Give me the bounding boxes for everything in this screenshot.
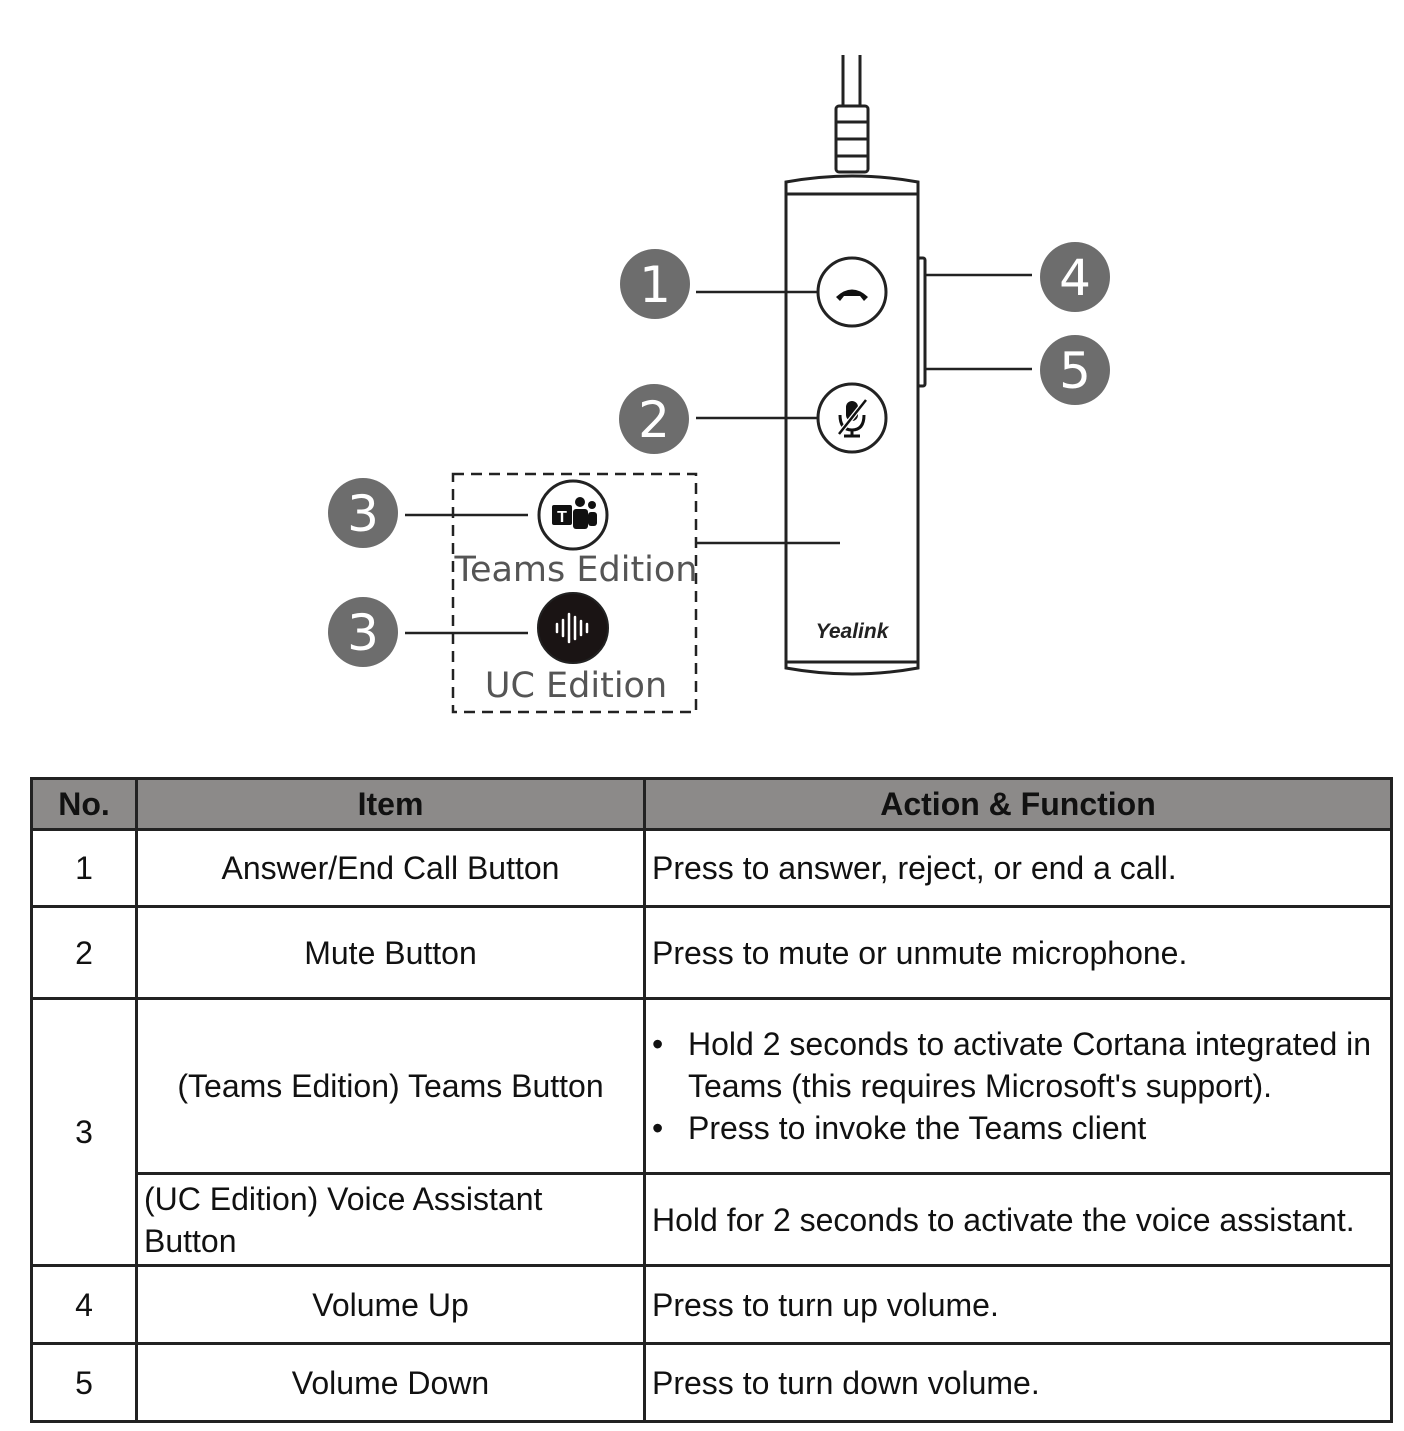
leader-lines: [405, 273, 1032, 635]
answer-end-call-button[interactable]: [816, 256, 888, 328]
list-item: Press to invoke the Teams client: [652, 1107, 1384, 1149]
button-function-table: No. Item Action & Function 1 Answer/End …: [30, 777, 1393, 1423]
callout-2: 2: [619, 384, 689, 454]
svg-text:1: 1: [639, 256, 671, 314]
table-row: 3 (Teams Edition) Teams Button Hold 2 se…: [30, 997, 1393, 1267]
header-item: Item: [135, 777, 646, 831]
row-item: Answer/End Call Button: [135, 828, 646, 908]
row-no: 3: [30, 997, 138, 1267]
row-no: 2: [30, 905, 138, 1000]
row-action: Hold 2 seconds to activate Cortana integ…: [643, 997, 1393, 1175]
row-item: Mute Button: [135, 905, 646, 1000]
row-action: Hold for 2 seconds to activate the voice…: [643, 1172, 1393, 1267]
callout-3-teams: 3: [328, 478, 398, 548]
svg-text:2: 2: [638, 391, 670, 449]
svg-text:4: 4: [1059, 249, 1091, 307]
voice-assistant-button[interactable]: [537, 592, 609, 664]
table-row: 4 Volume Up Press to turn up volume.: [30, 1264, 1393, 1345]
svg-text:3: 3: [347, 604, 379, 662]
row-no: 4: [30, 1264, 138, 1345]
callout-1: 1: [620, 249, 690, 319]
call-end-icon: [836, 289, 868, 301]
teams-edition-label: Teams Edition: [454, 550, 698, 590]
table-row: 2 Mute Button Press to mute or unmute mi…: [30, 905, 1393, 1000]
teams-button[interactable]: T: [537, 479, 609, 551]
action-bullet-list: Hold 2 seconds to activate Cortana integ…: [652, 1023, 1384, 1149]
uc-edition-label: UC Edition: [485, 666, 667, 706]
row-item: (Teams Edition) Teams Button: [135, 997, 646, 1175]
table-row: 5 Volume Down Press to turn down volume.: [30, 1342, 1393, 1423]
row-action: Press to turn up volume.: [643, 1264, 1393, 1345]
teams-logo-icon: T: [552, 497, 597, 529]
brand-logo: Yealink: [816, 620, 890, 643]
header-action: Action & Function: [643, 777, 1393, 831]
callout-5: 5: [1040, 335, 1110, 405]
row-item: (UC Edition) Voice Assistant Button: [135, 1172, 646, 1267]
row-no: 1: [30, 828, 138, 908]
row-no: 5: [30, 1342, 138, 1423]
edition-options-box: [451, 472, 698, 714]
mute-button[interactable]: [816, 382, 888, 454]
callout-4: 4: [1040, 242, 1110, 312]
row-item: Volume Down: [135, 1342, 646, 1423]
svg-text:5: 5: [1059, 342, 1091, 400]
svg-text:T: T: [557, 509, 567, 526]
cable: [834, 55, 870, 174]
table-row: 1 Answer/End Call Button Press to answer…: [30, 828, 1393, 908]
row-item: Volume Up: [135, 1264, 646, 1345]
table-row: (UC Edition) Voice Assistant Button Hold…: [32, 1172, 1393, 1267]
row-action: Press to answer, reject, or end a call.: [643, 828, 1393, 908]
row-action: Press to turn down volume.: [643, 1342, 1393, 1423]
callout-3-uc: 3: [328, 597, 398, 667]
table-header-row: No. Item Action & Function: [30, 777, 1393, 831]
row-action: Press to mute or unmute microphone.: [643, 905, 1393, 1000]
device-diagram: Yealink T Teams Edition: [328, 55, 1110, 714]
voice-assistant-icon: [555, 612, 589, 644]
list-item: Hold 2 seconds to activate Cortana integ…: [652, 1023, 1384, 1107]
header-no: No.: [30, 777, 138, 831]
mic-mute-icon: [837, 398, 868, 438]
svg-text:3: 3: [347, 485, 379, 543]
